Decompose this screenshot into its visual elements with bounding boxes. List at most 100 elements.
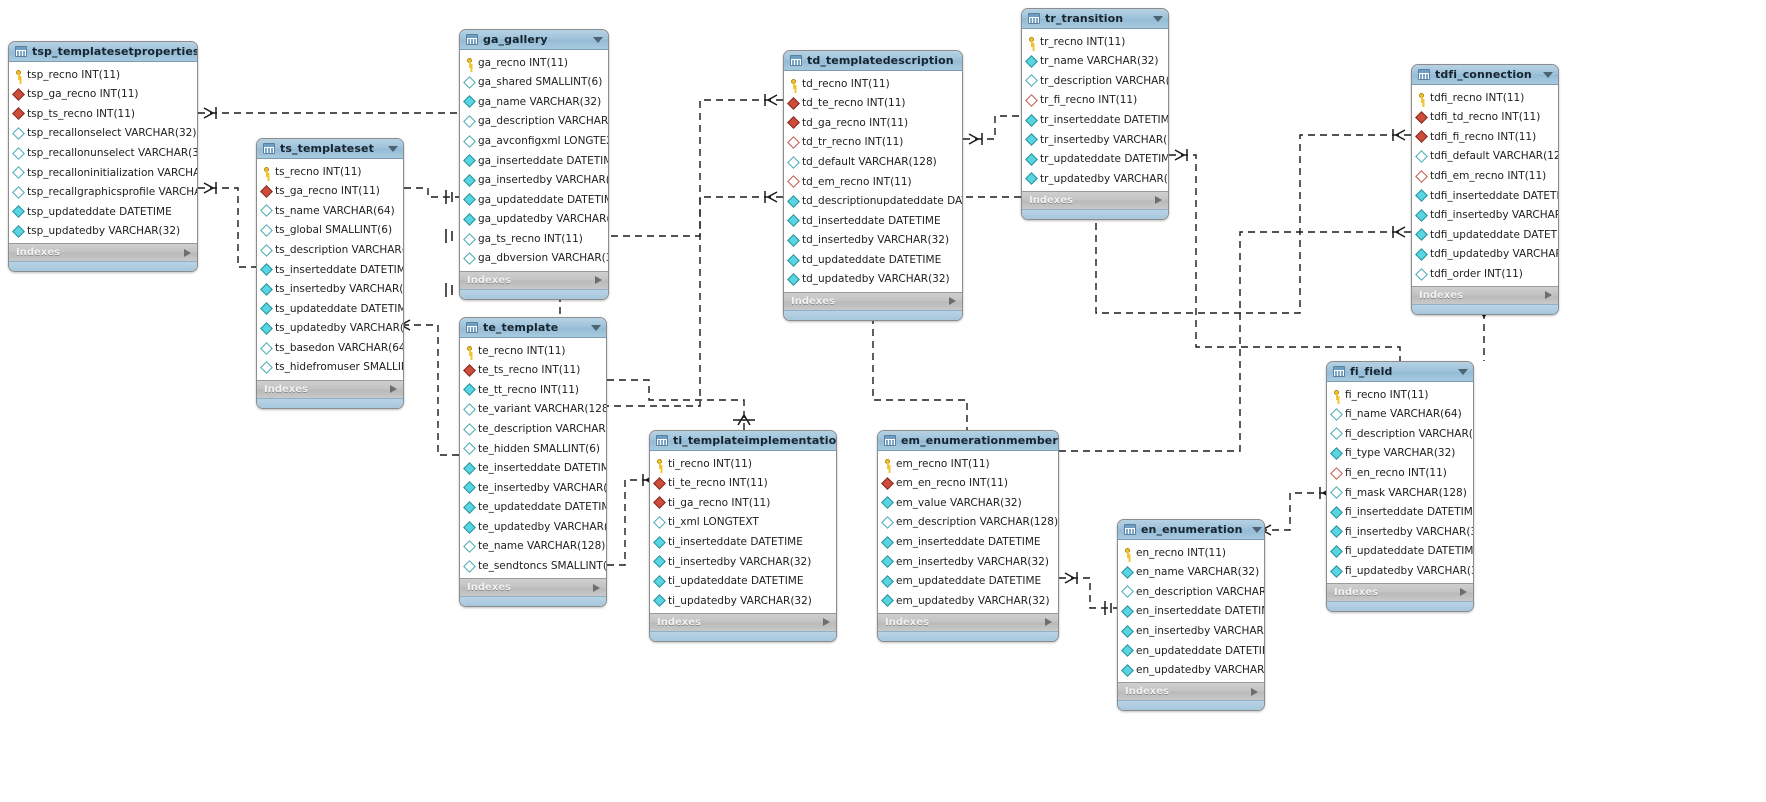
table-ts_templateset[interactable]: ts_templateset ts_recno INT(11)ts_ga_recn… — [256, 138, 404, 409]
expand-indexes-icon[interactable] — [1251, 687, 1258, 696]
column-row[interactable]: ga_insertedby VARCHAR(32) — [460, 171, 608, 191]
column-row[interactable]: ga_dbversion VARCHAR(32) — [460, 249, 608, 269]
column-row[interactable]: em_updatedby VARCHAR(32) — [878, 591, 1058, 611]
column-row[interactable]: ga_inserteddate DATETIME — [460, 151, 608, 171]
column-row[interactable]: tsp_updatedby VARCHAR(32) — [9, 222, 197, 242]
column-row[interactable]: ts_hidefromuser SMALLINT(6) — [257, 358, 403, 378]
column-row[interactable]: ts_ga_recno INT(11) — [257, 182, 403, 202]
expand-indexes-icon[interactable] — [823, 618, 830, 627]
column-row[interactable]: ga_shared SMALLINT(6) — [460, 73, 608, 93]
column-row[interactable]: tsp_ga_recno INT(11) — [9, 85, 197, 105]
column-row[interactable]: tdfi_fi_recno INT(11) — [1412, 127, 1558, 147]
chevron-down-icon[interactable] — [1543, 71, 1553, 78]
expand-indexes-icon[interactable] — [1545, 291, 1552, 300]
indexes-section[interactable]: Indexes — [1412, 285, 1558, 304]
table-header[interactable]: ga_gallery — [460, 30, 608, 50]
column-row[interactable]: te_ts_recno INT(11) — [460, 361, 606, 381]
column-row[interactable]: td_recno INT(11) — [784, 74, 962, 94]
column-row[interactable]: tr_insertedby VARCHAR(32) — [1022, 130, 1168, 150]
column-row[interactable]: ga_updateddate DATETIME — [460, 190, 608, 210]
column-row[interactable]: ti_te_recno INT(11) — [650, 474, 836, 494]
column-row[interactable]: te_hidden SMALLINT(6) — [460, 439, 606, 459]
column-row[interactable]: te_variant VARCHAR(128) — [460, 400, 606, 420]
column-row[interactable]: tsp_recallgraphicsprofile VARCHAR(64) — [9, 183, 197, 203]
column-row[interactable]: te_inserteddate DATETIME — [460, 459, 606, 479]
indexes-section[interactable]: Indexes — [784, 291, 962, 310]
column-row[interactable]: fi_description VARCHAR(128) — [1327, 424, 1473, 444]
indexes-section[interactable]: Indexes — [9, 243, 197, 262]
column-row[interactable]: ts_recno INT(11) — [257, 162, 403, 182]
column-row[interactable]: tsp_recalloninitialization VARCHAR(32) — [9, 163, 197, 183]
column-row[interactable]: fi_mask VARCHAR(128) — [1327, 483, 1473, 503]
column-row[interactable]: tdfi_insertedby VARCHAR(32) — [1412, 206, 1558, 226]
column-row[interactable]: tr_recno INT(11) — [1022, 32, 1168, 52]
column-row[interactable]: em_updateddate DATETIME — [878, 572, 1058, 592]
column-row[interactable]: tdfi_order INT(11) — [1412, 264, 1558, 284]
chevron-down-icon[interactable] — [1153, 15, 1163, 22]
column-row[interactable]: fi_recno INT(11) — [1327, 385, 1473, 405]
column-row[interactable]: ts_description VARCHAR(128) — [257, 240, 403, 260]
column-row[interactable]: ti_recno INT(11) — [650, 454, 836, 474]
column-row[interactable]: ts_basedon VARCHAR(64) — [257, 338, 403, 358]
column-row[interactable]: en_description VARCHAR(128) — [1118, 582, 1264, 602]
column-row[interactable]: ts_updatedby VARCHAR(32) — [257, 319, 403, 339]
chevron-down-icon[interactable] — [591, 324, 601, 331]
column-row[interactable]: tsp_updateddate DATETIME — [9, 202, 197, 222]
indexes-section[interactable]: Indexes — [460, 578, 606, 597]
column-row[interactable]: ga_updatedby VARCHAR(32) — [460, 210, 608, 230]
column-row[interactable]: ts_name VARCHAR(64) — [257, 201, 403, 221]
column-row[interactable]: td_em_recno INT(11) — [784, 172, 962, 192]
column-row[interactable]: td_inserteddate DATETIME — [784, 211, 962, 231]
column-row[interactable]: ti_ga_recno INT(11) — [650, 493, 836, 513]
column-row[interactable]: en_updatedby VARCHAR(32) — [1118, 661, 1264, 681]
column-row[interactable]: fi_name VARCHAR(64) — [1327, 405, 1473, 425]
column-row[interactable]: te_sendtoncs SMALLINT(6) — [460, 557, 606, 577]
column-row[interactable]: tdfi_em_recno INT(11) — [1412, 166, 1558, 186]
indexes-section[interactable]: Indexes — [460, 270, 608, 289]
table-header[interactable]: fi_field — [1327, 362, 1473, 382]
expand-indexes-icon[interactable] — [593, 583, 600, 592]
chevron-down-icon[interactable] — [1458, 368, 1468, 375]
column-row[interactable]: ti_xml LONGTEXT — [650, 513, 836, 533]
column-row[interactable]: en_name VARCHAR(32) — [1118, 563, 1264, 583]
column-row[interactable]: te_insertedby VARCHAR(32) — [460, 478, 606, 498]
table-header[interactable]: tsp_templatesetproperties — [9, 42, 197, 62]
column-row[interactable]: td_tr_recno INT(11) — [784, 133, 962, 153]
table-header[interactable]: te_template — [460, 318, 606, 338]
table-te_template[interactable]: te_template te_recno INT(11)te_ts_recno I… — [459, 317, 607, 608]
column-row[interactable]: te_updatedby VARCHAR(32) — [460, 517, 606, 537]
column-row[interactable]: ga_name VARCHAR(32) — [460, 92, 608, 112]
expand-indexes-icon[interactable] — [1155, 196, 1162, 205]
column-row[interactable]: en_recno INT(11) — [1118, 543, 1264, 563]
column-row[interactable]: tr_description VARCHAR(128) — [1022, 71, 1168, 91]
table-tsp_templatesetproperties[interactable]: tsp_templatesetproperties tsp_recno INT(1… — [8, 41, 198, 273]
table-fi_field[interactable]: fi_field fi_recno INT(11)fi_name VARCHAR(… — [1326, 361, 1474, 612]
column-row[interactable]: tdfi_default VARCHAR(128) — [1412, 147, 1558, 167]
column-row[interactable]: td_default VARCHAR(128) — [784, 152, 962, 172]
table-en_enumeration[interactable]: en_enumeration en_recno INT(11)en_name VA… — [1117, 519, 1265, 712]
chevron-down-icon[interactable] — [1251, 526, 1262, 533]
column-row[interactable]: tsp_recno INT(11) — [9, 65, 197, 85]
table-header[interactable]: td_templatedescription — [784, 51, 962, 71]
expand-indexes-icon[interactable] — [184, 248, 191, 257]
expand-indexes-icon[interactable] — [390, 385, 397, 394]
column-row[interactable]: td_insertedby VARCHAR(32) — [784, 231, 962, 251]
column-row[interactable]: ti_updateddate DATETIME — [650, 572, 836, 592]
indexes-section[interactable]: Indexes — [878, 612, 1058, 631]
column-row[interactable]: ts_insertedby VARCHAR(32) — [257, 280, 403, 300]
column-row[interactable]: ga_recno INT(11) — [460, 53, 608, 73]
column-row[interactable]: en_insertedby VARCHAR(32) — [1118, 621, 1264, 641]
expand-indexes-icon[interactable] — [1460, 588, 1467, 597]
indexes-section[interactable]: Indexes — [1022, 190, 1168, 209]
column-row[interactable]: te_recno INT(11) — [460, 341, 606, 361]
column-row[interactable]: tr_inserteddate DATETIME — [1022, 110, 1168, 130]
table-header[interactable]: ts_templateset — [257, 139, 403, 159]
column-row[interactable]: tr_updatedby VARCHAR(32) — [1022, 169, 1168, 189]
column-row[interactable]: ga_description VARCHAR(128) — [460, 112, 608, 132]
column-row[interactable]: em_value VARCHAR(32) — [878, 493, 1058, 513]
column-row[interactable]: tsp_recallonunselect VARCHAR(32) — [9, 143, 197, 163]
table-header[interactable]: en_enumeration — [1118, 520, 1264, 540]
